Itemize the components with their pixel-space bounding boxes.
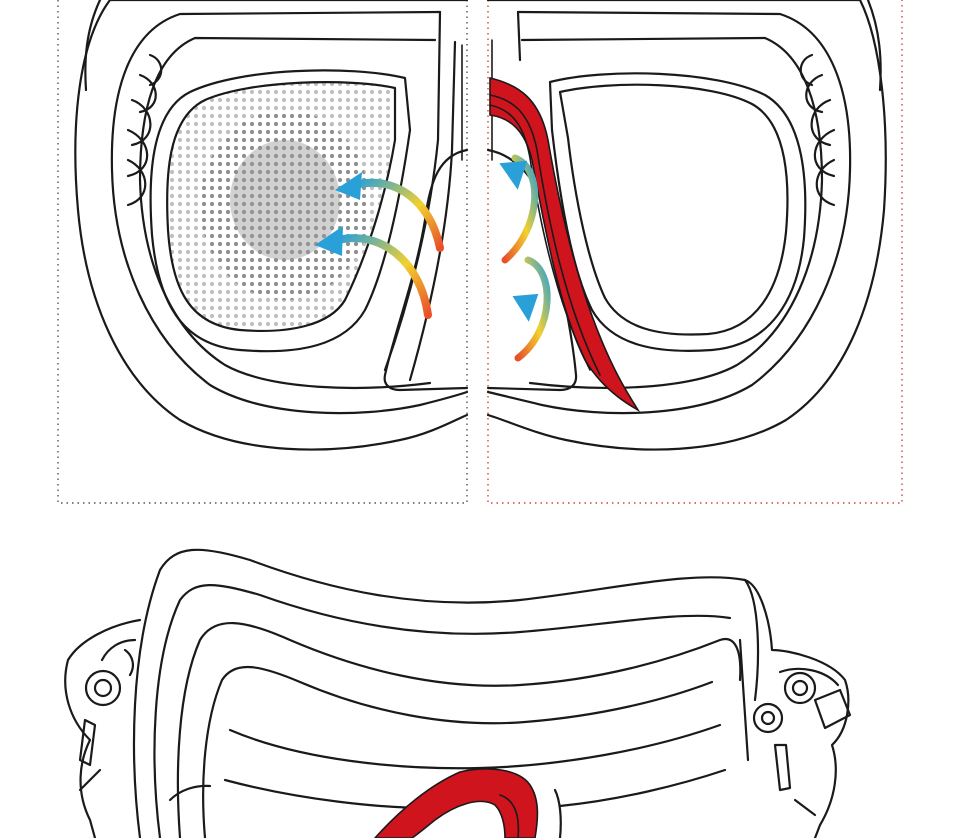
three-quarter-view — [64, 548, 852, 838]
side-channel — [489, 76, 641, 413]
panel-frame-right — [487, 0, 903, 504]
airflow-arrow — [335, 172, 444, 252]
nose-pocket — [373, 768, 539, 838]
fog-pattern — [167, 82, 395, 331]
airflow-arrow — [315, 226, 432, 319]
airflow-arrow — [499, 154, 539, 264]
front-view-left-half — [74, 0, 469, 451]
airflow-arrow — [512, 256, 551, 362]
front-view-right-half — [486, 0, 887, 451]
